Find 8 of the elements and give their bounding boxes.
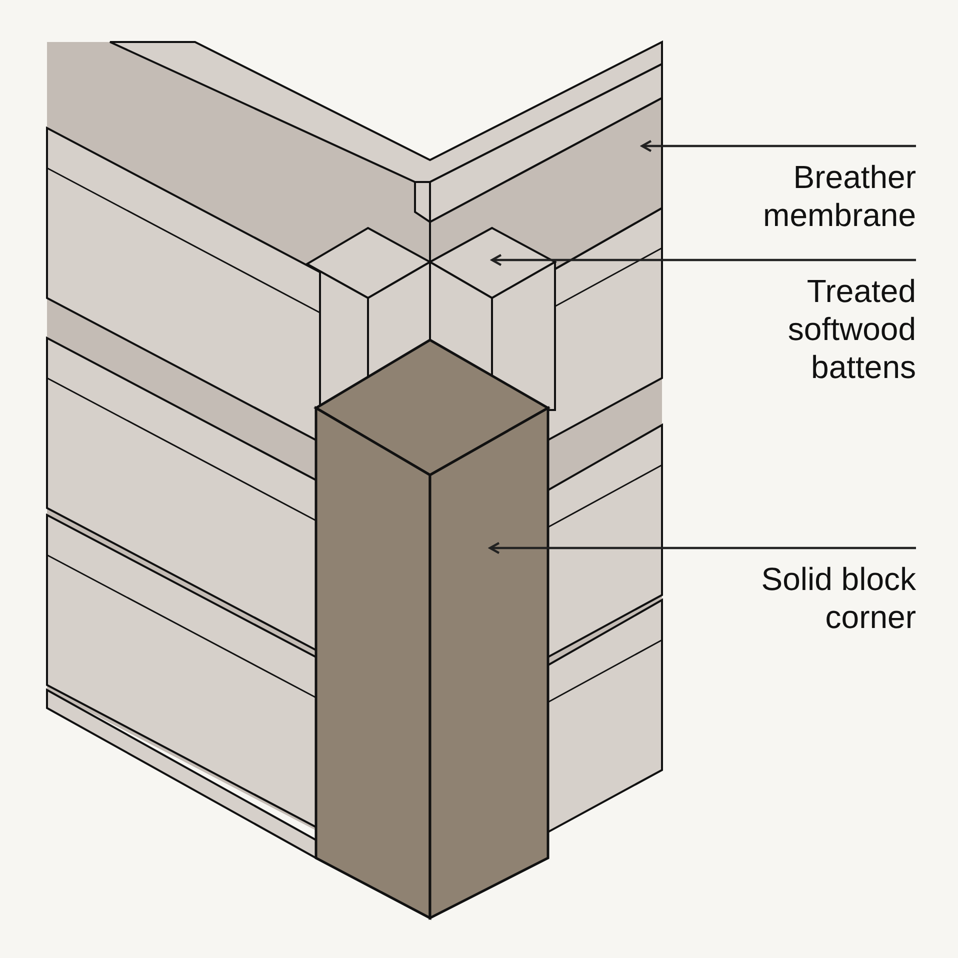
leader-line bbox=[490, 254, 916, 266]
leader-line bbox=[488, 542, 916, 554]
breather-membrane-panel bbox=[429, 96, 663, 270]
part-label: Breather membrane bbox=[686, 146, 916, 234]
corner-block bbox=[314, 338, 551, 920]
part-label: Treated softwood battens bbox=[686, 260, 916, 386]
leader-line bbox=[640, 140, 916, 152]
part-label: Solid block corner bbox=[686, 548, 916, 636]
